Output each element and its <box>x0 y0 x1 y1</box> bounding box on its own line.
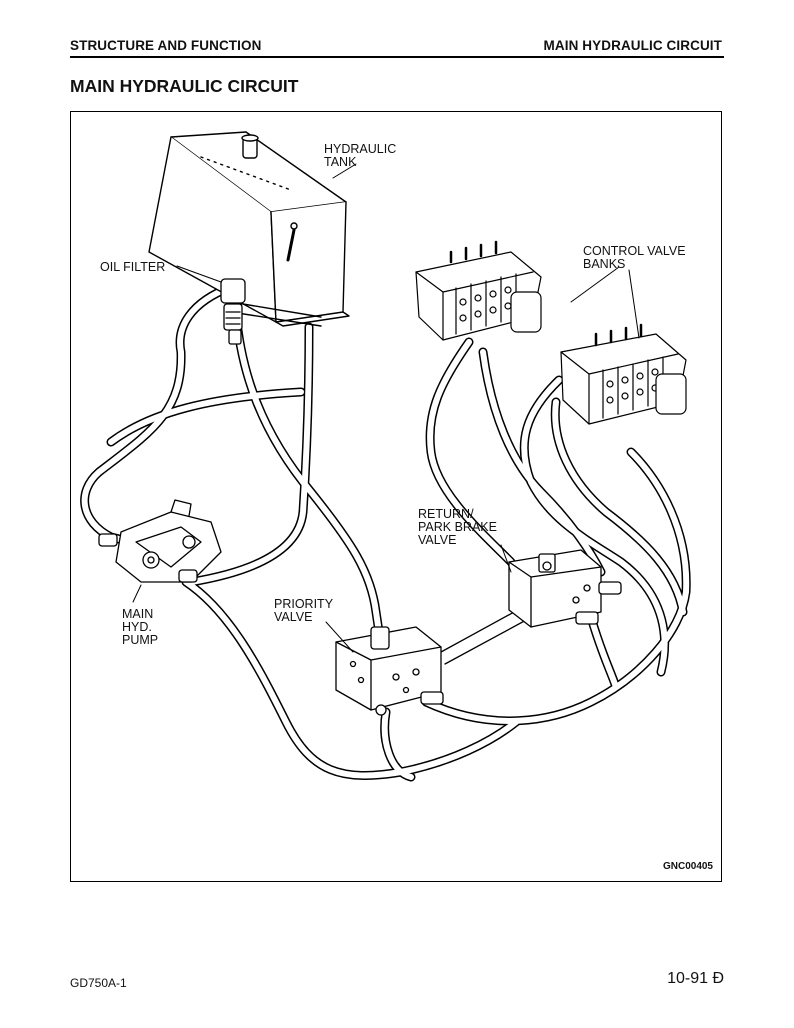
header-section-title: STRUCTURE AND FUNCTION <box>70 38 262 53</box>
label-control-valve-banks: CONTROL VALVE BANKS <box>583 244 686 271</box>
oil-filter <box>220 278 246 345</box>
footer-page-number: 10-91 Đ <box>667 970 724 987</box>
header-rule <box>70 56 724 58</box>
return-park-brake-valve <box>508 549 622 628</box>
label-hydraulic-tank: HYDRAULIC TANK <box>324 142 397 169</box>
leader-lines <box>132 163 640 653</box>
figure-code: GNC00405 <box>662 861 713 872</box>
header-chapter-title: MAIN HYDRAULIC CIRCUIT <box>543 38 722 53</box>
hose-inner <box>81 284 690 780</box>
hydraulic-tank <box>148 131 350 327</box>
label-priority-valve: PRIORITY VALVE <box>274 597 334 624</box>
label-oil-filter: OIL FILTER <box>100 260 166 274</box>
page-title: MAIN HYDRAULIC CIRCUIT <box>70 76 299 96</box>
label-main-hyd-pump: MAIN HYD. PUMP <box>122 607 159 647</box>
footer-model: GD750A-1 <box>70 976 127 990</box>
control-valve-bank-1 <box>415 240 542 341</box>
main-hyd-pump <box>98 499 222 583</box>
label-return-park-brake-valve: RETURN/ PARK BRAKE VALVE <box>418 507 497 547</box>
figure-frame: HYDRAULIC TANK OIL FILTER CONTROL VALVE … <box>70 111 722 882</box>
control-valve-bank-2 <box>560 323 687 425</box>
hydraulic-circuit-drawing <box>80 131 691 782</box>
priority-valve <box>335 626 444 716</box>
